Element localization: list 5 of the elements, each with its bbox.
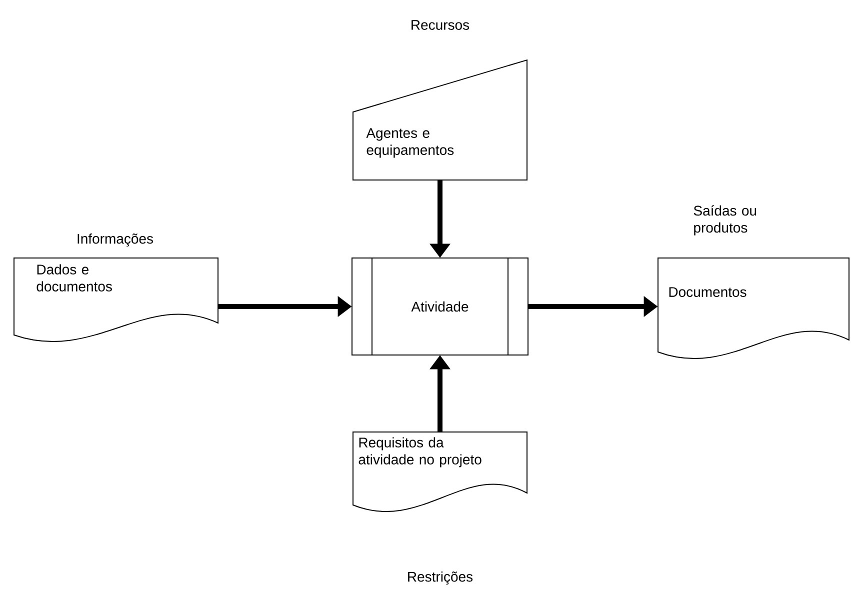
process-box: Atividade: [352, 258, 528, 356]
node-label: Saídas ou produtos: [694, 205, 756, 236]
node-label: Restrições: [408, 571, 473, 585]
node-label: Recursos: [412, 20, 470, 30]
node-label: Informações: [78, 233, 154, 247]
